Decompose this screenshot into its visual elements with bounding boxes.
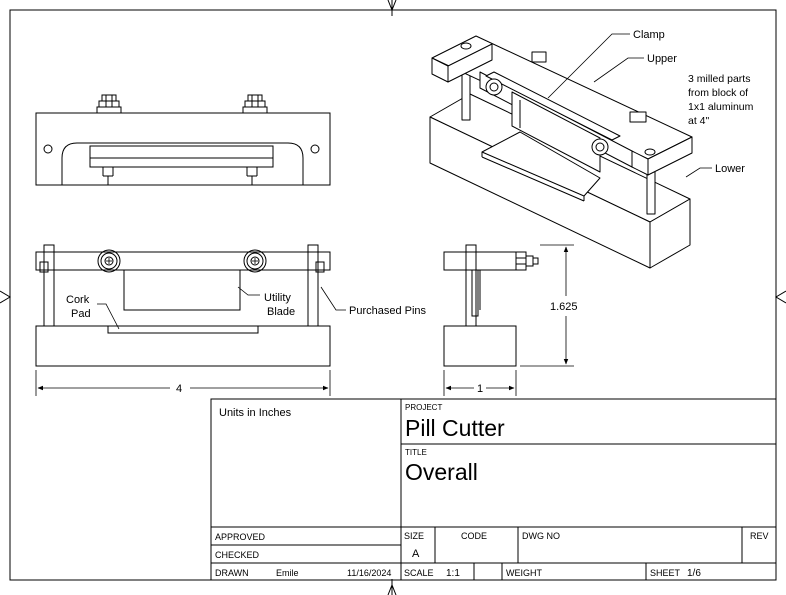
iso-leaders (547, 33, 712, 178)
units-label: Units in Inches (219, 407, 292, 419)
code-label: CODE (461, 531, 487, 541)
title-block (210, 398, 777, 581)
rev-label: REV (750, 531, 769, 541)
sheet-label: SHEET (650, 568, 681, 578)
size-label: SIZE (404, 531, 424, 541)
drawn-by: Emile (276, 568, 299, 578)
top-view (35, 94, 331, 186)
material-note-3: 1x1 aluminum (688, 101, 754, 113)
sheet-value: 1/6 (687, 568, 701, 579)
screw-crosses (106, 258, 258, 264)
dwg-no-label: DWG NO (522, 531, 560, 541)
height-dimension-side-value: 1.625 (550, 301, 578, 313)
project-label: PROJECT (405, 403, 442, 412)
project-name: Pill Cutter (405, 415, 505, 441)
checked-label: CHECKED (215, 550, 260, 560)
approved-label: APPROVED (215, 532, 266, 542)
material-note-4: at 4" (688, 115, 710, 127)
scale-value: 1:1 (446, 568, 460, 579)
utility-blade-label-2: Blade (267, 306, 295, 318)
drawn-label: DRAWN (215, 568, 249, 578)
drawn-date: 11/16/2024 (347, 568, 391, 578)
drawing-title: Overall (405, 459, 478, 485)
lower-label: Lower (715, 163, 745, 175)
cork-pad-label-2: Pad (71, 308, 91, 320)
side-view (443, 244, 539, 367)
utility-blade-label-1: Utility (264, 292, 291, 304)
upper-label: Upper (647, 53, 677, 65)
scale-label: SCALE (404, 568, 434, 578)
isometric-view (429, 35, 693, 269)
width-dimension-front (35, 370, 331, 396)
material-note-2: from block of (688, 87, 748, 99)
width-dimension-side-value: 1 (477, 383, 483, 395)
front-leaders (97, 286, 346, 330)
size-value: A (412, 548, 420, 560)
front-view (35, 244, 331, 367)
purchased-pins-label: Purchased Pins (349, 305, 427, 317)
width-dimension-side (443, 370, 517, 396)
cork-pad-label-1: Cork (66, 294, 90, 306)
weight-label: WEIGHT (506, 568, 542, 578)
clamp-label: Clamp (633, 29, 665, 41)
title-label: TITLE (405, 448, 427, 457)
sheet-border (9, 9, 777, 581)
height-dimension-side (520, 244, 574, 367)
material-note-1: 3 milled parts (688, 73, 750, 85)
width-dimension-front-value: 4 (176, 383, 182, 395)
